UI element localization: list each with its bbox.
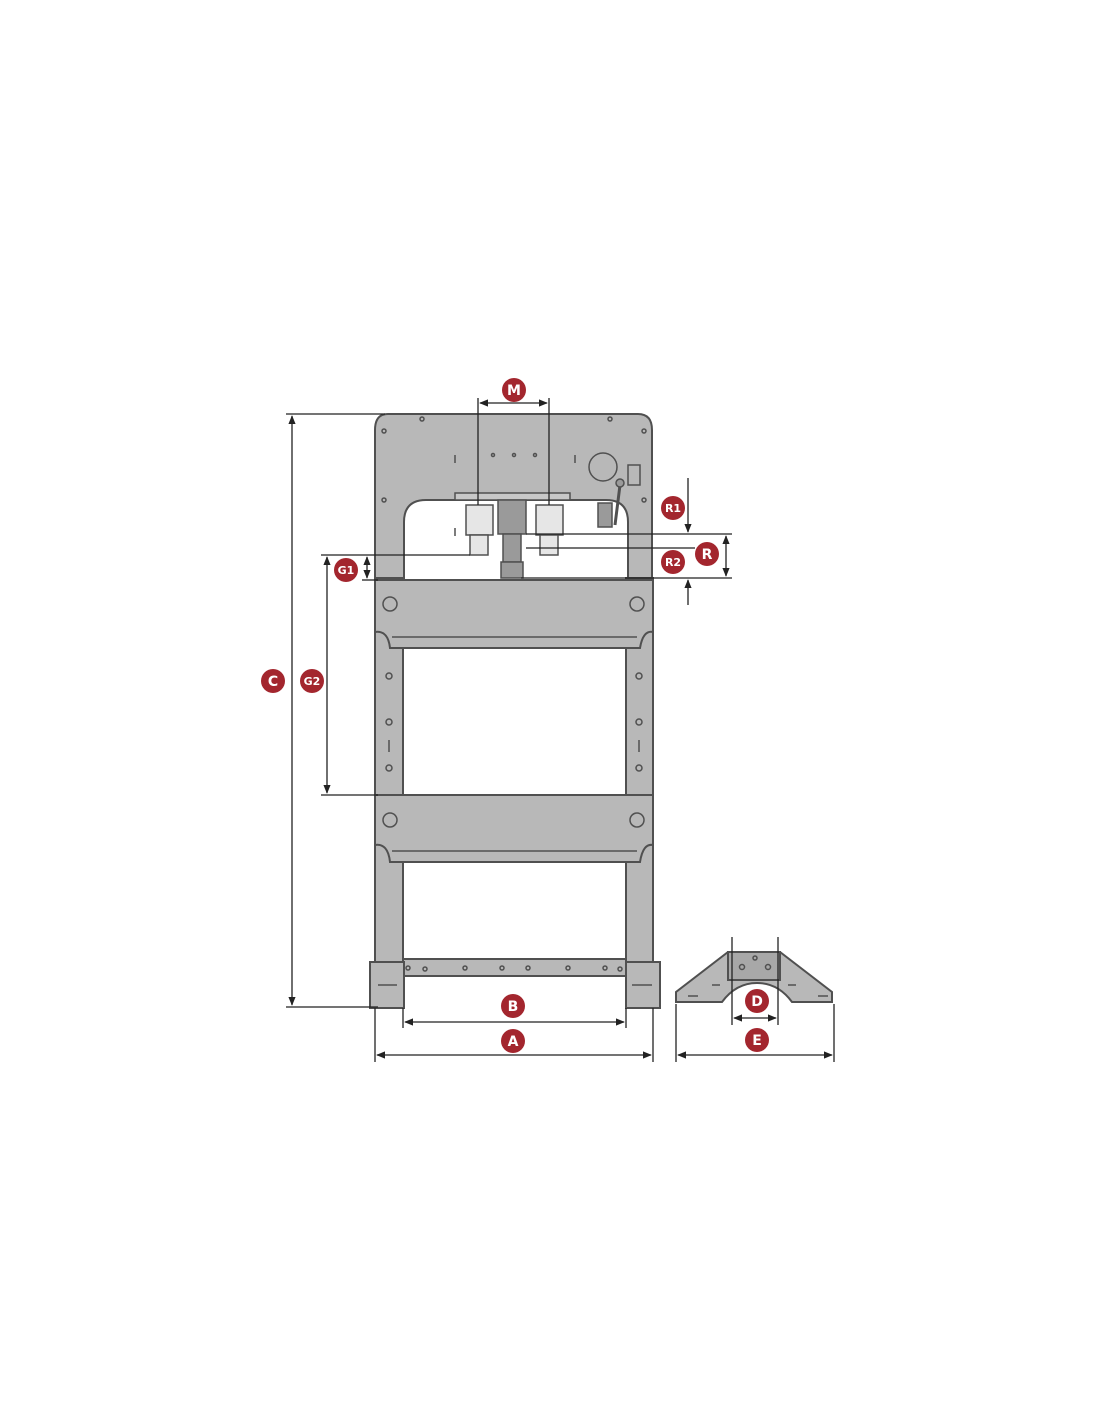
- pump-lever: [613, 484, 622, 526]
- lower-bed: [374, 794, 654, 863]
- left-column: [374, 577, 404, 1009]
- badge-r2: R2: [661, 550, 685, 574]
- badge-d: D: [745, 989, 769, 1013]
- bed-pin-hole: [382, 812, 398, 828]
- badge-r1: R1: [661, 496, 685, 520]
- badge-g1: G1: [334, 558, 358, 582]
- badge-m-label: M: [507, 383, 521, 399]
- badge-g2-label: G2: [304, 675, 321, 688]
- badge-r1-label: R1: [665, 502, 681, 515]
- foot-side-view: [675, 951, 833, 1003]
- badge-c-label: C: [268, 674, 278, 690]
- bed-pin-hole: [629, 812, 645, 828]
- badge-b: B: [501, 994, 525, 1018]
- badge-e-label: E: [752, 1033, 762, 1049]
- foot-bracket: [727, 951, 781, 981]
- badge-r-label: R: [702, 547, 713, 563]
- press-ram: [497, 499, 527, 535]
- badge-m: M: [502, 378, 526, 402]
- control-box: [627, 464, 641, 486]
- bed-pin-hole: [629, 596, 645, 612]
- press-details: [378, 416, 652, 986]
- pump-handle: [597, 502, 613, 528]
- press-front-view: [369, 413, 661, 1009]
- upper-bed: [374, 579, 654, 649]
- badge-r2-label: R2: [665, 556, 681, 569]
- badge-g2: G2: [300, 669, 324, 693]
- cylinder-right: [535, 504, 564, 536]
- badge-a: A: [501, 1029, 525, 1053]
- pressure-gauge: [588, 452, 618, 482]
- badge-e: E: [745, 1028, 769, 1052]
- badge-d-label: D: [751, 994, 763, 1010]
- badge-r: R: [695, 542, 719, 566]
- bed-pin-hole: [382, 596, 398, 612]
- badge-c: C: [261, 669, 285, 693]
- cylinder-left: [465, 504, 494, 536]
- badge-a-label: A: [508, 1034, 519, 1050]
- badge-b-label: B: [508, 999, 519, 1015]
- base-crossbar: [402, 958, 627, 977]
- badge-g1-label: G1: [338, 564, 355, 577]
- dimension-lines: [286, 398, 835, 1062]
